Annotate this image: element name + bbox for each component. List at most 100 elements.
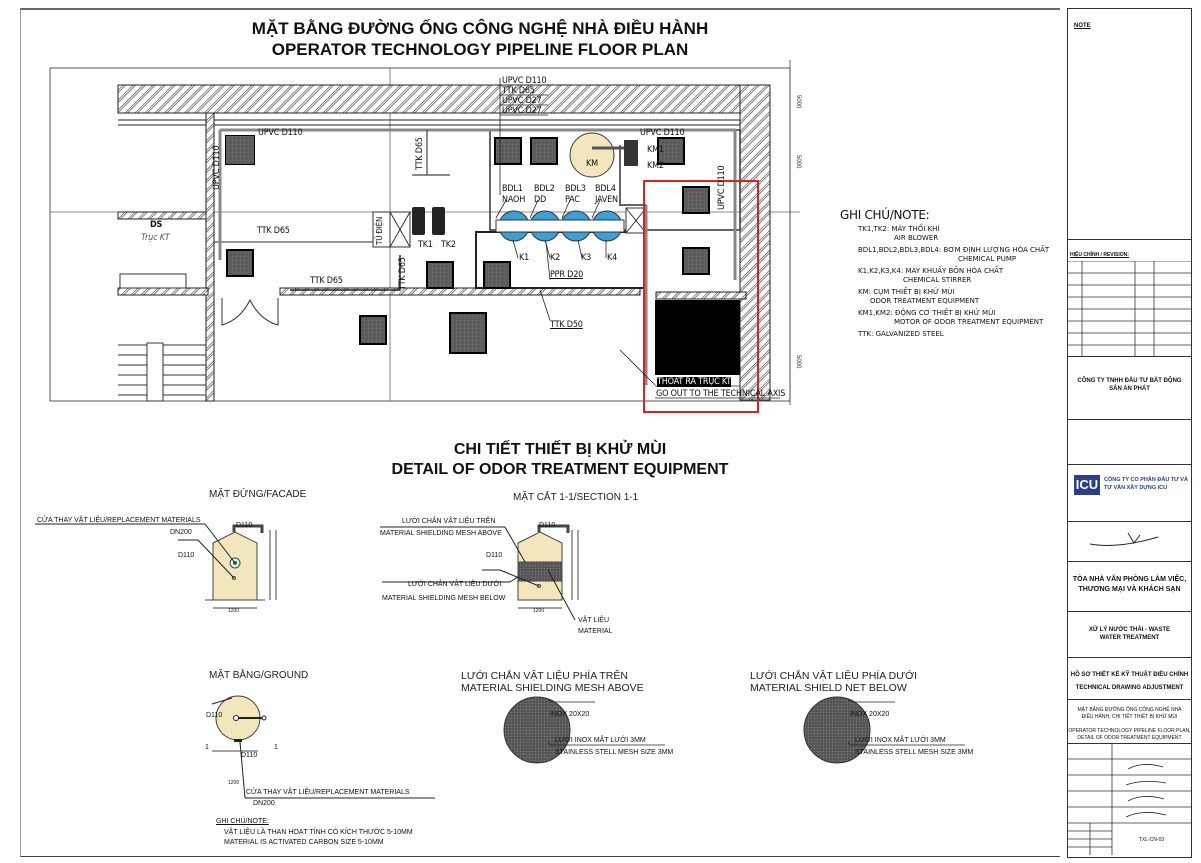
k2-label: K2 xyxy=(550,253,561,263)
section-material-vi: VẬT LIỆU xyxy=(578,617,609,624)
ground-note-heading: GHI CHÚ/NOTE: xyxy=(216,818,269,825)
section-heading: MẶT CẮT 1-1/SECTION 1-1 xyxy=(513,492,639,503)
note-item: BDL1,BDL2,BDL3,BDL4: BƠM ĐỊNH LƯỢNG HÓA … xyxy=(858,246,1050,263)
ground-axis-left: 1 xyxy=(205,744,209,751)
chemical-tanks xyxy=(495,210,625,242)
tb-phase-en: TECHNICAL DRAWING ADJUSTMENT xyxy=(1075,685,1184,691)
ground-heading: MẶT BẰNG/GROUND xyxy=(209,670,309,681)
note-item: TTK: GALVANIZED STEEL xyxy=(858,330,944,338)
exit-label-vi: THOÁT RA TRỤC KT xyxy=(657,377,732,387)
technical-axis-void xyxy=(655,300,740,375)
mesh-above-mesh-vi: LƯỚI INOX MẮT LƯỚI 3MM xyxy=(555,737,646,744)
detail-title: CHI TIẾT THIẾT BỊ KHỬ MÙI DETAIL OF ODOR… xyxy=(391,441,729,478)
tb-drawing-no: TXL-CN-03 xyxy=(1138,837,1165,843)
section-d110-top-label: D110 xyxy=(539,522,556,529)
tb-phase-vi: HỒ SƠ THIẾT KẾ KỸ THUẬT ĐIỀU CHỈNH xyxy=(1070,672,1189,678)
exit-label-en: GO OUT TO THE TECHNICAL AXIS xyxy=(656,389,786,399)
revision-table xyxy=(1068,261,1191,356)
ground-dn200-label: DN200 xyxy=(253,800,275,807)
label-upvc-d110-right-vert: UPVC D110 xyxy=(717,165,727,210)
label-ttk-d65-low: TTK D65 xyxy=(310,276,343,286)
label-tk1: TK1 xyxy=(418,240,433,250)
label-km2: KM2 xyxy=(647,161,664,171)
section-d110-label: D110 xyxy=(486,552,503,559)
label-upvc-d110-top: UPVC D110 xyxy=(258,128,303,138)
pipe-stack-labels: UPVC D110 TTK D65 UPVC D27 UPVC D27 xyxy=(502,76,547,116)
section-mesh-above-en: MATERIAL SHIELDING MESH ABOVE xyxy=(380,530,502,537)
ground-axis-right: 1 xyxy=(274,744,278,751)
ground-drawing xyxy=(211,695,435,799)
floor-plan: 5000 5000 5000 xyxy=(49,60,801,413)
facade-drawing xyxy=(35,523,277,609)
label-upvc-d110-left: UPVC D110 xyxy=(212,145,222,190)
tb-revision-label: HIỆU CHỈNH / REVISION: xyxy=(1070,252,1129,258)
svg-text:5000: 5000 xyxy=(795,355,801,369)
label-ds: DS xyxy=(150,220,163,230)
tb-owner: CÔNG TY TNHH ĐẦU TƯ BẤT ĐỘNG SẢN AN PHÁT xyxy=(1077,378,1182,392)
k1-label: K1 xyxy=(519,253,530,263)
label-ppr-d20: PPR D20 xyxy=(550,270,584,280)
svg-text:5000: 5000 xyxy=(795,95,801,109)
mesh-below-mesh-en: STAINLESS STELL MESH SIZE 3MM xyxy=(855,749,974,756)
mesh-below-circle xyxy=(803,696,871,764)
tb-consultant: CÔNG TY CỔ PHẦN ĐẦU TƯ VÀ TƯ VẤN XÂY DỰN… xyxy=(1104,477,1188,491)
section-width-dim: 1200 xyxy=(533,608,545,614)
sheet-title: MẶT BẰNG ĐƯỜNG ỐNG CÔNG NGHỆ NHÀ ĐIỀU HÀ… xyxy=(230,18,730,60)
facade-d110-top-label: D110 xyxy=(236,522,253,529)
facade-heading: MẶT ĐỨNG/FACADE xyxy=(209,489,307,500)
facade-replacement-label: CỬA THAY VẬT LIỆU/REPLACEMENT MATERIALS xyxy=(37,517,201,524)
mesh-above-inox: INOX 20X20 xyxy=(550,711,590,718)
detail-drawings xyxy=(35,523,965,799)
label-ttk-d65-vert: TTK D65 xyxy=(415,137,425,170)
section-mesh-below-en: MATERIAL SHIELDING MESH BELOW xyxy=(382,595,506,602)
title-block: NOTE HIỆU CHỈNH / REVISION: CÔNG TY TNHH… xyxy=(1067,8,1192,858)
tb-item: XỬ LÝ NƯỚC THẢI - WASTE WATER TREATMENT xyxy=(1088,627,1171,641)
label-tu-dien: TỦ ĐIỆN xyxy=(375,216,384,245)
section-drawing xyxy=(380,524,579,621)
label-ttk-d65-mid: TTK D65 xyxy=(257,226,290,236)
mesh-below-mesh-vi: LƯỚI INOX MẮT LƯỚI 3MM xyxy=(855,737,946,744)
ground-replacement-label: CỬA THAY VẬT LIỆU/REPLACEMENT MATERIALS xyxy=(246,789,410,796)
label-tk2: TK2 xyxy=(441,240,456,250)
section-material-en: MATERIAL xyxy=(578,628,613,635)
tb-drawing-title-vi: MẶT BẰNG ĐƯỜNG ỐNG CÔNG NGHỆ NHÀ ĐIỀU HÀ… xyxy=(1077,707,1182,720)
label-ttk-d50: TTK D50 xyxy=(550,320,583,330)
icu-logo: ICU xyxy=(1074,475,1100,495)
ground-note-en: MATERIAL IS ACTIVATED CARBON SIZE 5-10MM xyxy=(224,839,384,846)
ground-d110-top: D110 xyxy=(206,712,223,719)
sheet-title-vi: MẶT BẰNG ĐƯỜNG ỐNG CÔNG NGHỆ NHÀ ĐIỀU HÀ… xyxy=(251,19,709,38)
mesh-above-mesh-en: STAINLESS STELL MESH SIZE 3MM xyxy=(555,749,674,756)
signature-table xyxy=(1068,743,1191,855)
label-upvc-d110-right: UPVC D110 xyxy=(640,128,685,138)
facade-width-dim: 1200 xyxy=(228,608,240,614)
tb-project: TÒA NHÀ VĂN PHÒNG LÀM VIỆC, THƯƠNG MẠI V… xyxy=(1072,576,1187,593)
notes-heading: GHI CHÚ/NOTE: xyxy=(840,208,930,222)
section-mesh-below-vi: LƯỚI CHẮN VẬT LIỆU DƯỚI xyxy=(408,581,502,588)
facade-d110-side-label: D110 xyxy=(178,552,195,559)
highlight-box xyxy=(643,180,759,413)
tb-drawing-title-en: OPERATOR TECHNOLOGY PIPELINE FLOOR PLAN,… xyxy=(1068,728,1191,741)
label-truc-kt: Trục KT xyxy=(141,233,170,243)
k4-label: K4 xyxy=(607,253,618,263)
ground-width-dim: 1200 xyxy=(228,780,240,786)
km-tank xyxy=(569,132,615,178)
label-km: KM xyxy=(586,159,598,169)
drawing-frame xyxy=(20,8,1060,857)
section-mesh-above-vi: LƯỚI CHẮN VẬT LIỆU TRÊN xyxy=(402,518,496,525)
sheet-title-en: OPERATOR TECHNOLOGY PIPELINE FLOOR PLAN xyxy=(271,40,689,59)
ground-d110-center: D110 xyxy=(241,752,258,759)
facade-dn200-label: DN200 xyxy=(170,529,192,536)
label-ttk-d65-vert2: TTK D65 xyxy=(398,257,408,290)
ground-note-vi: VẬT LIỆU LÀ THAN HOẠT TÍNH CÓ KÍCH THƯỚC… xyxy=(224,829,413,836)
mesh-below-inox: INOX 20X20 xyxy=(850,711,890,718)
